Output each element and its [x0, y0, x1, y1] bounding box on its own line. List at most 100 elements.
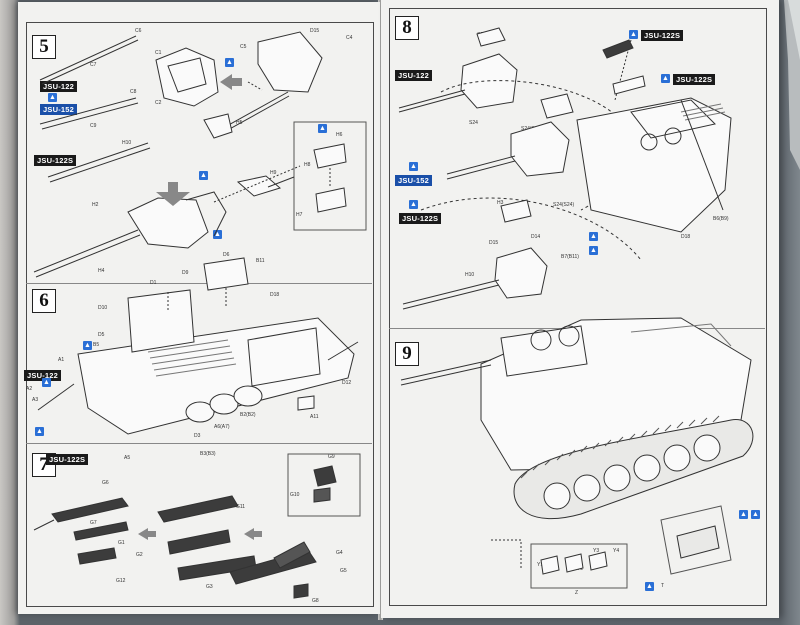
part-label: A6(A7) — [214, 424, 230, 430]
variant-tag-jsu122s: JSU-122S — [46, 454, 89, 465]
hobby-knife-handle — [784, 0, 800, 170]
part-label: A1 — [58, 357, 65, 363]
part-label: H3 — [170, 185, 177, 191]
part-label: H10 — [465, 272, 475, 278]
part-label: B2(B2) — [240, 412, 256, 418]
part-label: D11 — [212, 537, 221, 543]
part-label: D5 — [98, 332, 105, 338]
part-label: H9 — [270, 170, 277, 176]
part-label: C1 — [155, 50, 162, 56]
part-label: C8 — [130, 89, 137, 95]
part-label: S24(S24) — [521, 126, 543, 132]
part-label: Z — [575, 590, 579, 596]
part-label: Y4 — [613, 548, 620, 554]
part-label: D15 — [310, 28, 320, 34]
cement-icon: ▲ — [213, 230, 222, 239]
step-number-5: 5 — [32, 35, 56, 59]
cement-icon: ▲ — [225, 58, 234, 67]
step-divider — [26, 443, 372, 444]
book-gutter — [378, 0, 383, 620]
step-number-6: 6 — [32, 289, 56, 313]
part-label: A3 — [32, 397, 39, 403]
paint-icon: ▲ — [318, 124, 327, 133]
part-label: C4 — [346, 35, 353, 41]
part-label: D3 — [617, 148, 624, 154]
part-label: D14 — [531, 234, 541, 240]
part-label: G1 — [118, 540, 125, 546]
part-label: Y2 — [577, 566, 584, 572]
variant-tag-jsu122s: JSU-122S — [673, 74, 716, 85]
part-label: C5 — [477, 32, 484, 38]
part-label: G10 — [290, 492, 300, 498]
cement-icon: ▲ — [589, 246, 598, 255]
part-label: D1 — [150, 280, 157, 286]
part-label: D7 — [158, 340, 165, 346]
variant-tag-jsu152: JSU-152 — [395, 175, 433, 186]
variant-tag-jsu122: JSU-122 — [395, 70, 433, 81]
part-label: D15 — [489, 240, 499, 246]
optional-icon: ▲ — [48, 93, 57, 102]
part-label: D17 — [619, 160, 629, 166]
part-label: C7 — [90, 62, 97, 68]
step-divider — [389, 328, 765, 329]
part-label: H1 — [155, 200, 162, 206]
part-label: D12 — [342, 380, 352, 386]
part-label: D18 — [270, 292, 280, 298]
part-label: G6 — [102, 480, 109, 486]
part-label: H10 — [122, 140, 132, 146]
part-label: H3 — [497, 200, 504, 206]
part-label: G5 — [340, 568, 347, 574]
part-label: H7 — [296, 212, 303, 218]
variant-tag-jsu122s: JSU-122S — [34, 155, 77, 166]
part-label: C2 — [155, 100, 162, 106]
part-label: G12 — [116, 578, 126, 584]
cement-icon: ▲ — [83, 341, 92, 350]
part-label: H6 — [336, 132, 343, 138]
part-label: A11 — [310, 414, 319, 420]
page-frame — [389, 8, 767, 606]
part-label: S24(S24) — [553, 202, 575, 208]
variant-tag-jsu122: JSU-122 — [24, 370, 62, 381]
cement-icon: ▲ — [199, 171, 208, 180]
cement-icon: ▲ — [739, 510, 748, 519]
paint-icon: ▲ — [751, 510, 760, 519]
instruction-page-right: 8 9 JSU-122 ▲ JSU-152 ▲ JSU-122S ▲ JSU-1… — [381, 0, 779, 618]
part-label: S24 — [469, 120, 478, 126]
part-label: G3 — [206, 584, 213, 590]
part-label: D10 — [98, 305, 108, 311]
part-label: G9 — [328, 454, 335, 460]
part-label: C6 — [135, 28, 142, 34]
step-number-7: 7 — [32, 453, 56, 477]
optional-icon: ▲ — [629, 30, 638, 39]
part-label: H2 — [92, 202, 99, 208]
part-label: G4 — [336, 550, 343, 556]
part-label: C5 — [240, 44, 247, 50]
part-label: Y1 — [537, 562, 544, 568]
instruction-page-left: 5 6 7 JSU-122 ▲ JSU-152 JSU-122S JSU-122… — [18, 2, 380, 614]
part-label: H5 — [236, 120, 243, 126]
part-label: G2 — [136, 552, 143, 558]
page-frame — [26, 22, 374, 607]
part-label: B3(B3) — [200, 451, 216, 457]
part-label: T — [661, 583, 665, 589]
cement-icon: ▲ — [35, 427, 44, 436]
part-label: A2 — [26, 386, 33, 392]
part-label: D18 — [681, 234, 691, 240]
part-label: H4 — [98, 268, 105, 274]
step-divider — [26, 283, 372, 284]
part-label: B5 — [93, 342, 100, 348]
part-label: D6 — [223, 252, 230, 258]
part-label: H8 — [304, 162, 311, 168]
part-label: Y3 — [593, 548, 600, 554]
part-label: G8 — [312, 598, 319, 604]
part-label: C9 — [90, 123, 97, 129]
optional-icon: ▲ — [409, 200, 418, 209]
step-number-8: 8 — [395, 16, 419, 40]
optional-icon: ▲ — [409, 162, 418, 171]
part-label: B7(B11) — [561, 254, 579, 260]
part-label: G11 — [236, 504, 246, 510]
variant-tag-jsu122s: JSU-122S — [641, 30, 684, 41]
cement-icon: ▲ — [589, 232, 598, 241]
optional-icon: ▲ — [661, 74, 670, 83]
variant-tag-jsu122s: JSU-122S — [399, 213, 442, 224]
